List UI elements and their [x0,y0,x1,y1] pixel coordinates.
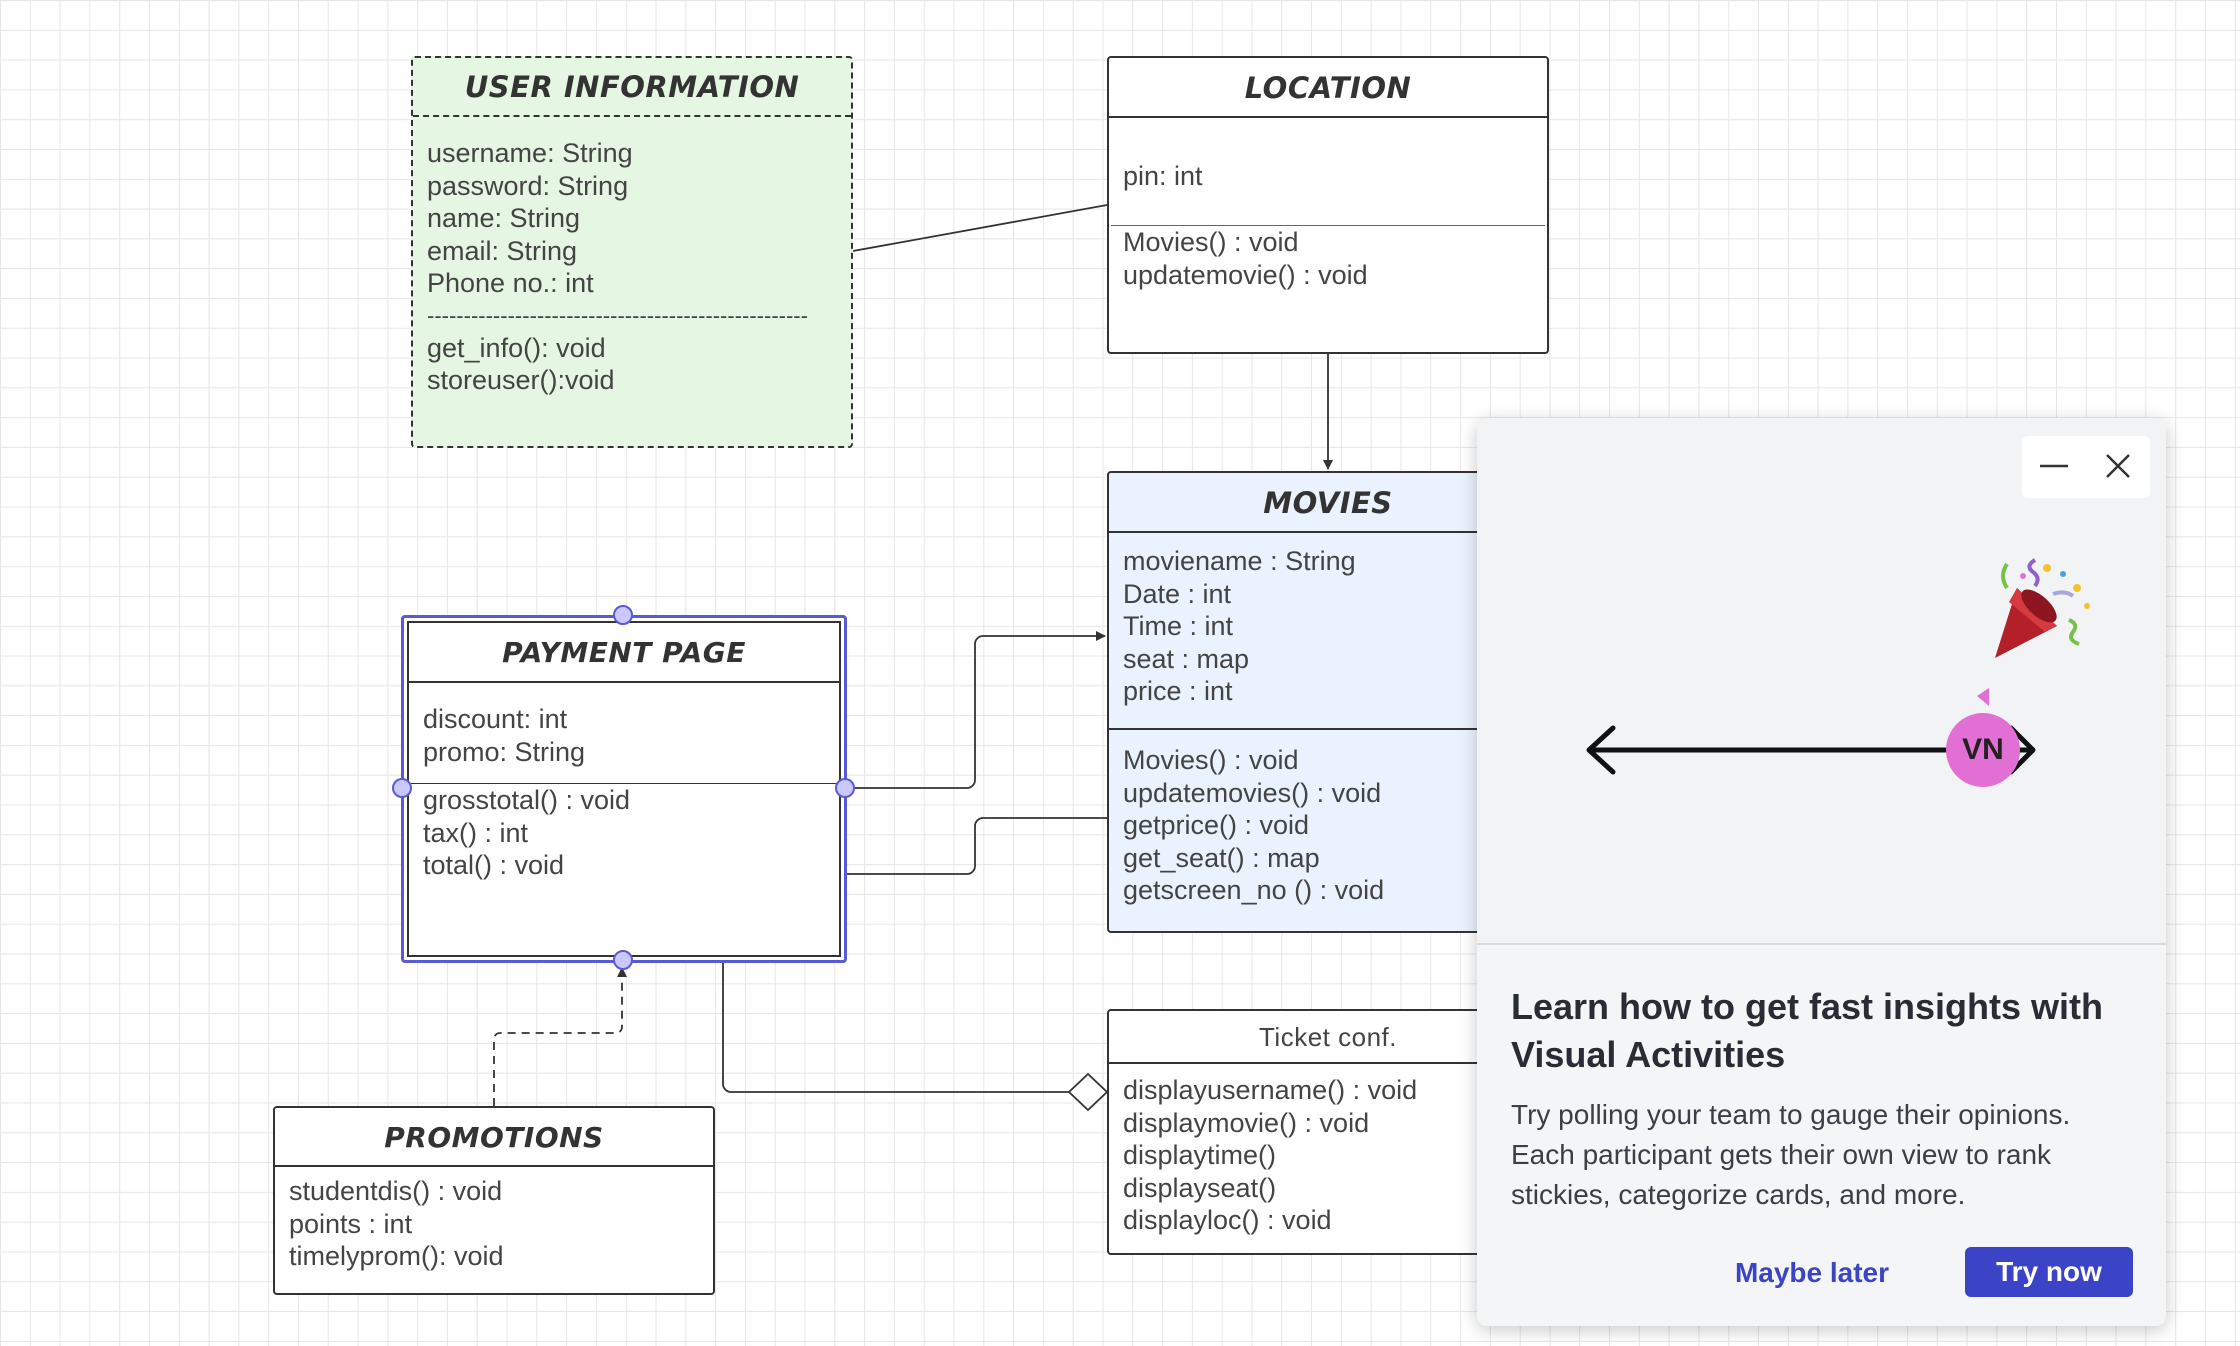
methods-section: displayusername() : void displaymovie() … [1109,1064,1547,1237]
attribute: Phone no.: int [427,268,594,298]
popup-title: Learn how to get fast insights with Visu… [1511,986,2104,1075]
attribute: password: String [427,170,629,201]
close-button[interactable] [2086,436,2150,498]
party-popper-icon [1995,558,2090,658]
popup-window-controls [2022,436,2150,498]
payment-ticket-aggregation [722,963,1069,1093]
method: getprice() : void [1123,810,1310,840]
method: studentdis() : void [289,1176,503,1206]
payment-movies-arrow [847,631,1106,789]
method: get_seat() : map [1123,842,1320,873]
attributes-section: moviename : String Date : int Time : int… [1109,533,1547,730]
class-title: Ticket conf. [1109,1011,1547,1064]
popup-illustration: VN [1477,418,2166,945]
attributes-section: discount: int promo: String [409,683,839,783]
selection-handle-top[interactable] [613,605,633,625]
section-divider [1111,225,1545,226]
attribute: moviename : String [1123,546,1356,576]
selection-handle-bottom[interactable] [613,950,633,970]
user-information-class[interactable]: USER INFORMATION username: String passwo… [411,56,853,448]
class-title: LOCATION [1109,58,1547,118]
method: storeuser():void [427,365,615,395]
attribute: Time : int [1123,611,1234,641]
class-title: USER INFORMATION [413,58,851,117]
class-title: PROMOTIONS [275,1108,713,1167]
try-now-button[interactable]: Try now [1965,1247,2133,1297]
attribute: discount: int [423,704,568,734]
promotions-class[interactable]: PROMOTIONS studentdis() : void points : … [273,1106,715,1295]
method: get_info(): void [427,332,606,363]
method: tax() : int [423,817,529,848]
aggregation-diamond [1067,1072,1109,1112]
minimize-button[interactable] [2022,436,2086,498]
method: updatemovies() : void [1123,777,1382,808]
selection-handle-right[interactable] [835,778,855,798]
popup-description: Try polling your team to gauge their opi… [1511,1099,2071,1210]
attributes-section: username: String password: String name: … [413,117,851,397]
popup-body: Learn how to get fast insights with Visu… [1511,983,2141,1215]
method: timelyprom(): void [289,1241,504,1271]
method: points : int [289,1208,413,1239]
attribute: Date : int [1123,578,1232,609]
attribute: promo: String [423,736,586,767]
methods-section: Movies() : void updatemovies() : void ge… [1109,730,1547,907]
selection-handle-left[interactable] [392,778,412,798]
attribute: name: String [427,203,581,233]
methods-section: grosstotal() : void tax() : int total() … [409,784,839,882]
location-class[interactable]: LOCATION pin: int Movies() : void update… [1107,56,1549,354]
methods-section: studentdis() : void points : int timelyp… [275,1167,713,1273]
ticket-conf-class[interactable]: Ticket conf. displayusername() : void di… [1107,1009,1549,1255]
attribute: seat : map [1123,643,1250,674]
avatar: VN [1946,713,2020,787]
movies-class[interactable]: MOVIES moviename : String Date : int Tim… [1107,471,1549,933]
user-location-association [852,204,1108,252]
section-divider [411,783,837,784]
method: Movies() : void [1123,745,1299,775]
close-icon [2106,454,2130,478]
movies-payment-link [847,817,1107,875]
visual-activities-popup: VN Learn how to get fast insights with V… [1477,418,2166,1326]
method: getscreen_no () : void [1123,875,1385,905]
minimize-icon [2040,464,2068,468]
class-title: PAYMENT PAGE [409,623,839,683]
payment-page-shape: PAYMENT PAGE discount: int promo: String… [407,621,841,957]
payment-page-class[interactable]: PAYMENT PAGE discount: int promo: String… [401,615,847,963]
maybe-later-button[interactable]: Maybe later [1734,1257,1890,1288]
method: updatemovie() : void [1123,259,1368,290]
method: displayusername() : void [1123,1075,1418,1105]
attribute: email: String [427,235,578,266]
attribute: price : int [1123,676,1233,706]
promotions-payment-dependency [493,967,627,1106]
attribute: pin: int [1123,161,1203,191]
method: displaymovie() : void [1123,1107,1370,1138]
class-title: MOVIES [1109,473,1547,533]
method: displaytime() [1123,1140,1277,1170]
method: grosstotal() : void [423,785,631,815]
method: displayloc() : void [1123,1205,1332,1235]
method: displayseat() [1123,1172,1277,1203]
attribute: username: String [427,138,633,168]
attributes-section: pin: int [1109,118,1547,225]
methods-section: Movies() : void updatemovie() : void [1109,226,1547,291]
method: total() : void [423,850,565,880]
separator-text: ----------------------------------------… [427,302,808,328]
method: Movies() : void [1123,227,1299,257]
